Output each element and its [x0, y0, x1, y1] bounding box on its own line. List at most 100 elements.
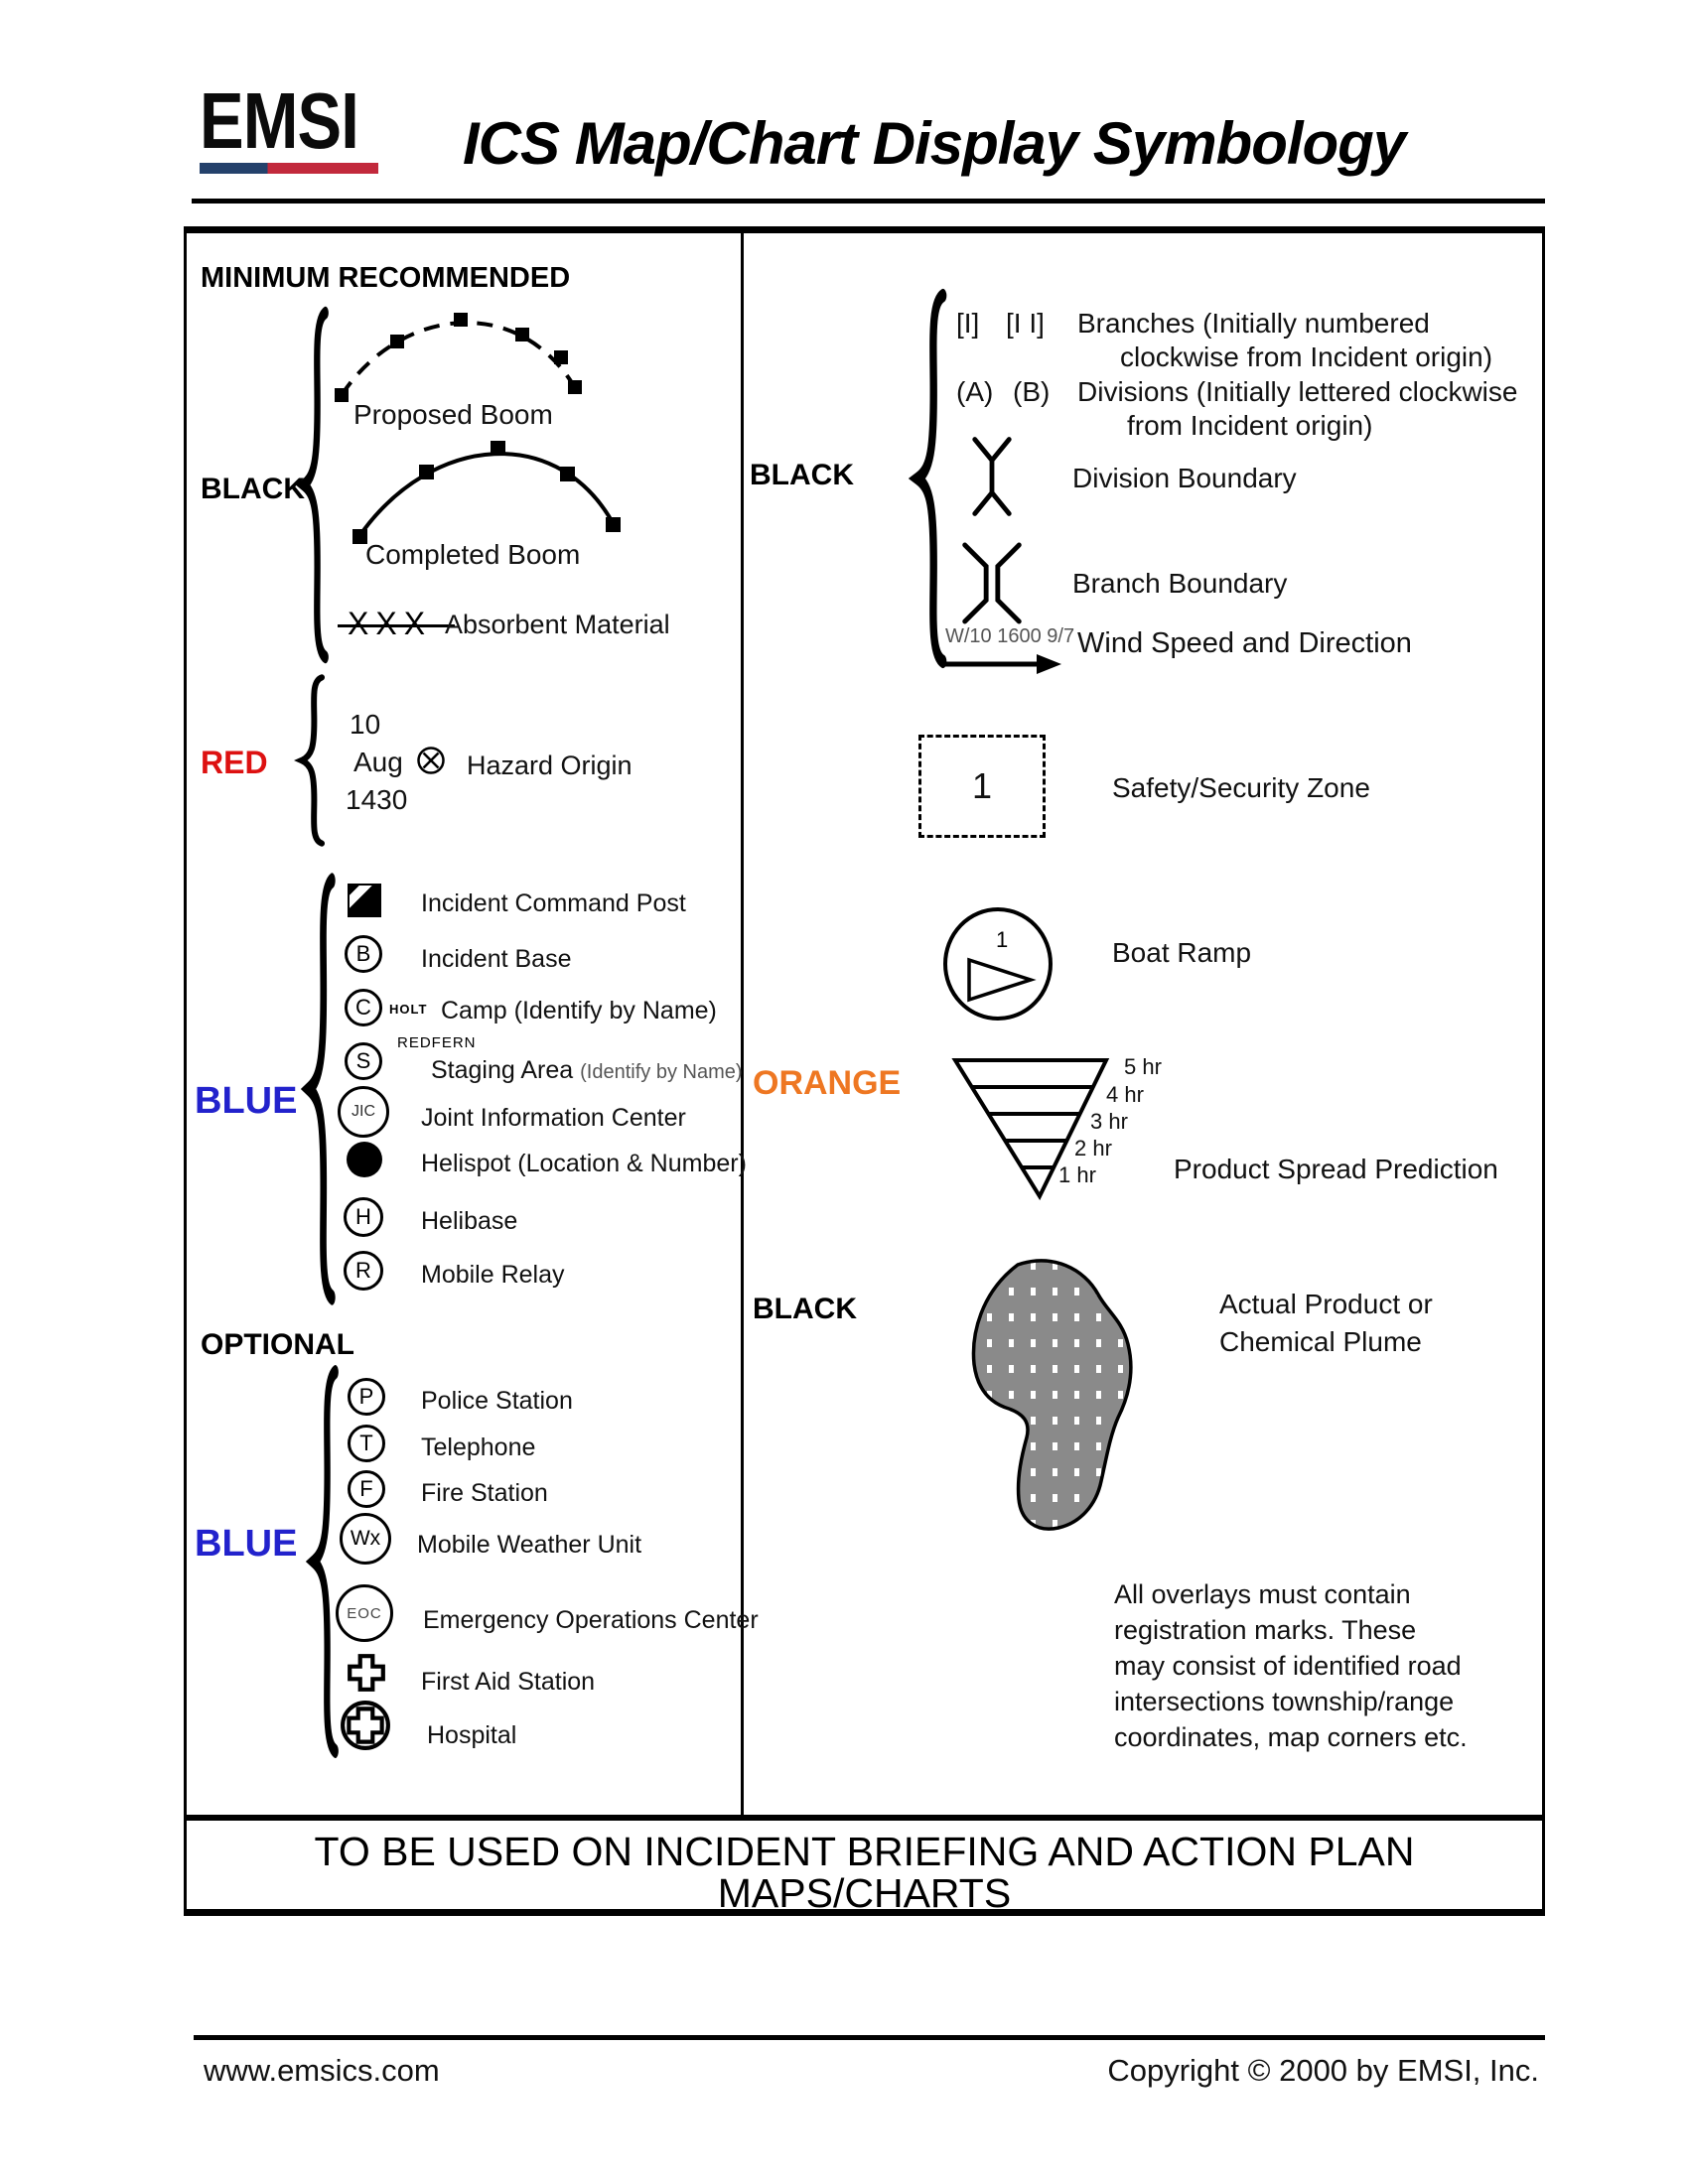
mobile-weather-unit-icon: Wx	[340, 1513, 391, 1565]
wind-arrow-icon	[941, 651, 1062, 677]
mobile-relay-letter: R	[355, 1258, 371, 1283]
fire-letter: F	[359, 1476, 373, 1501]
incident-base-letter: B	[355, 941, 371, 966]
safety-zone-icon: 1	[918, 735, 1046, 838]
branches-text-line2: clockwise from Incident origin)	[1120, 341, 1493, 372]
note-line-3: may consist of identified road	[1114, 1651, 1462, 1681]
police-station-label: Police Station	[421, 1387, 573, 1415]
divisions-text-line1: Divisions (Initially lettered clockwise	[1077, 376, 1518, 407]
note-line-5: coordinates, map corners etc.	[1114, 1722, 1468, 1752]
product-spread-icon	[945, 1052, 1114, 1201]
footer-rule	[194, 2035, 1545, 2040]
mobile-relay-icon: R	[344, 1251, 383, 1291]
minimum-recommended-heading: MINIMUM RECOMMENDED	[201, 262, 571, 294]
police-station-icon: P	[348, 1378, 385, 1416]
division-symbol-2: (B)	[1013, 376, 1051, 407]
red-group-label: RED	[201, 745, 268, 780]
first-aid-station-icon	[346, 1652, 387, 1694]
hazard-origin-label: Hazard Origin	[467, 751, 633, 780]
usage-statement-line2: MAPS/CHARTS	[717, 1870, 1012, 1916]
proposed-boom-icon	[330, 298, 598, 417]
mobile-relay-label: Mobile Relay	[421, 1261, 565, 1289]
hazard-origin-icon	[415, 745, 447, 776]
right-black-label: BLACK	[750, 459, 854, 491]
usage-statement-line1: TO BE USED ON INCIDENT BRIEFING AND ACTI…	[314, 1829, 1415, 1874]
telephone-letter: T	[359, 1431, 373, 1455]
spread-hour-5: 5 hr	[1124, 1054, 1162, 1079]
camp-icon: C	[345, 989, 382, 1026]
incident-base-icon: B	[345, 935, 382, 973]
optional-blue-label: BLUE	[195, 1523, 298, 1565]
staging-area-letter: S	[355, 1048, 371, 1073]
optional-heading: OPTIONAL	[201, 1328, 354, 1361]
branch-symbol-1: [I]	[956, 308, 980, 339]
spread-hour-4: 4 hr	[1106, 1082, 1144, 1107]
fire-station-icon: F	[348, 1470, 385, 1508]
hospital-label: Hospital	[427, 1721, 517, 1749]
note-line-2: registration marks. These	[1114, 1615, 1417, 1645]
wx-letters: Wx	[350, 1527, 381, 1550]
plume-label-line1: Actual Product or	[1219, 1289, 1433, 1319]
branch-symbol-2: [I I]	[1006, 308, 1045, 339]
incident-command-post-label: Incident Command Post	[421, 889, 686, 917]
jic-letters: JIC	[352, 1103, 375, 1120]
column-divider	[741, 233, 744, 1815]
division-boundary-label: Division Boundary	[1072, 463, 1297, 493]
branches-text-line1: Branches (Initially numbered	[1077, 308, 1430, 339]
hazard-time: 1430	[346, 784, 408, 815]
police-letter: P	[358, 1384, 374, 1409]
safety-zone-label: Safety/Security Zone	[1112, 772, 1370, 803]
band-top-rule	[184, 1815, 1545, 1821]
staging-area-icon: S	[345, 1042, 382, 1080]
blue-group-brace	[301, 870, 339, 1308]
symbology-table-frame	[184, 226, 1545, 1916]
division-symbol-1: (A)	[956, 376, 994, 407]
branch-boundary-icon	[953, 536, 1031, 630]
wind-speed-direction-label: Wind Speed and Direction	[1077, 627, 1412, 659]
completed-boom-label: Completed Boom	[365, 539, 581, 570]
wind-annotation: W/10 1600 9/7	[945, 625, 1075, 647]
joint-information-center-label: Joint Information Center	[421, 1104, 686, 1132]
absorbent-strike-line	[338, 624, 455, 627]
right-black-brace	[909, 286, 950, 671]
camp-name-tag: HOLT	[389, 1002, 428, 1017]
footer-url: www.emsics.com	[204, 2053, 440, 2088]
camp-label: Camp (Identify by Name)	[441, 997, 717, 1024]
completed-boom-icon	[348, 425, 631, 559]
black-group-label: BLACK	[201, 473, 305, 505]
staging-area-label: Staging Area (Identify by Name)	[431, 1056, 743, 1085]
proposed-boom-label: Proposed Boom	[353, 399, 553, 430]
camp-letter: C	[355, 995, 371, 1020]
hazard-date-day: 10	[350, 709, 381, 740]
boat-ramp-number: 1	[996, 927, 1008, 952]
staging-area-name-tag: REDFERN	[397, 1034, 477, 1051]
helibase-label: Helibase	[421, 1207, 518, 1235]
helispot-label: Helispot (Location & Number)	[421, 1150, 747, 1177]
blue-group-label: BLUE	[195, 1080, 298, 1122]
page-title: ICS Map/Chart Display Symbology	[463, 110, 1406, 177]
logo-bar	[200, 163, 378, 174]
absorbent-material-label: Absorbent Material	[445, 610, 670, 639]
note-line-4: intersections township/range	[1114, 1687, 1455, 1716]
emergency-operations-center-icon: EOC	[336, 1584, 393, 1642]
red-group-brace	[294, 673, 328, 848]
chemical-plume-icon	[914, 1253, 1167, 1536]
incident-base-label: Incident Base	[421, 945, 572, 973]
first-aid-station-label: First Aid Station	[421, 1668, 596, 1696]
emergency-operations-center-label: Emergency Operations Center	[423, 1606, 759, 1634]
absorbent-material-icon: XXX	[338, 606, 455, 645]
emsi-logo: EMSI	[200, 76, 359, 166]
absorbent-x-marks: XXX	[348, 606, 433, 641]
header-rule	[192, 199, 1545, 204]
fire-station-label: Fire Station	[421, 1479, 548, 1507]
spread-hour-1: 1 hr	[1058, 1162, 1096, 1187]
spread-hour-3: 3 hr	[1090, 1109, 1128, 1134]
orange-group-label: ORANGE	[753, 1064, 902, 1102]
staging-area-label-sub: (Identify by Name)	[580, 1061, 743, 1083]
plume-black-label: BLACK	[753, 1293, 857, 1325]
hospital-icon	[340, 1700, 391, 1751]
eoc-letters: EOC	[347, 1604, 382, 1622]
plume-label-line2: Chemical Plume	[1219, 1326, 1422, 1357]
footer-copyright: Copyright © 2000 by EMSI, Inc.	[1107, 2053, 1539, 2088]
hazard-date-month: Aug	[353, 747, 403, 777]
